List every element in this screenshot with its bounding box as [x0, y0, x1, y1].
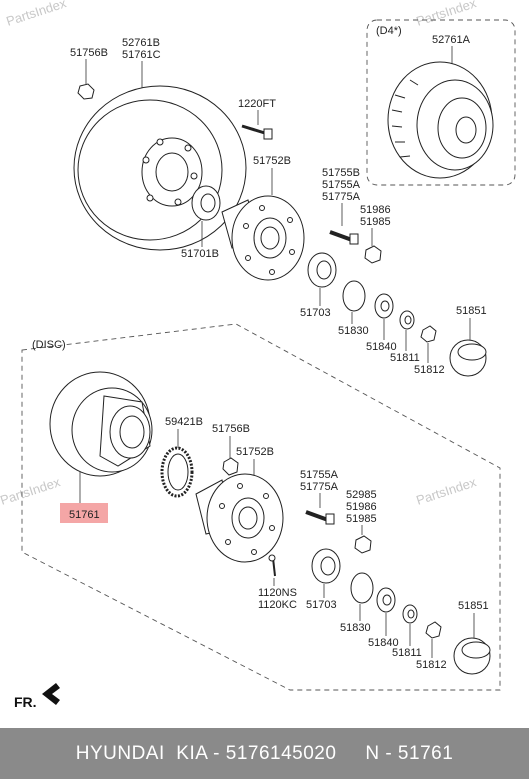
wheel-stud-lower — [305, 510, 335, 525]
inset-brake-drum — [387, 61, 494, 179]
hub-cap-lower — [453, 637, 491, 675]
label-51851-top[interactable]: 51851 — [456, 305, 487, 317]
bearing-lower — [311, 548, 341, 584]
label-52761b[interactable]: 52761B — [122, 37, 160, 49]
label-51811-top[interactable]: 51811 — [390, 352, 420, 364]
hub-screw — [268, 554, 276, 577]
disc-frame — [21, 323, 501, 691]
label-51756b-bottom[interactable]: 51756B — [212, 423, 250, 435]
label-51703-bottom[interactable]: 51703 — [306, 599, 337, 611]
seal-lower — [350, 572, 374, 604]
lug-nut-upper — [364, 245, 382, 264]
label-51840-top[interactable]: 51840 — [366, 341, 397, 353]
label-52985[interactable]: 52985 — [346, 489, 377, 501]
label-51840-bottom[interactable]: 51840 — [368, 637, 399, 649]
footer-text: HYUNDAI KIA - 5176145020 N - 51761 — [75, 742, 454, 764]
label-1120kc[interactable]: 1120KC — [258, 599, 297, 611]
label-51755a-bottom[interactable]: 51755A — [300, 469, 339, 481]
seal-upper — [342, 280, 366, 312]
washer-lower — [376, 587, 396, 613]
watermark-top-right: PartsIndex — [414, 0, 478, 29]
cotter-pin-upper — [420, 325, 437, 343]
label-51986-bottom[interactable]: 51986 — [346, 501, 377, 513]
wheel-hub-upper — [221, 195, 305, 281]
small-nut — [222, 457, 239, 476]
label-52761a[interactable]: 52761A — [432, 34, 471, 46]
watermark-mid-left: PartsIndex — [0, 474, 63, 508]
inset-title: (D4*) — [376, 25, 402, 37]
label-51756b-top[interactable]: 51756B — [70, 47, 108, 59]
label-51701b[interactable]: 51701B — [181, 248, 219, 260]
highlight-51761 — [60, 503, 108, 523]
watermark-top-left: PartsIndex — [4, 0, 68, 29]
brake-drum — [73, 85, 247, 251]
label-51811-bottom[interactable]: 51811 — [392, 647, 422, 659]
label-51775a-top[interactable]: 51775A — [322, 191, 361, 203]
label-51986-top[interactable]: 51986 — [360, 204, 391, 216]
label-1220ft[interactable]: 1220FT — [238, 98, 276, 110]
label-51755a-top[interactable]: 51755A — [322, 179, 361, 191]
label-51761c[interactable]: 51761C — [122, 49, 161, 61]
bearing-outer-upper — [307, 252, 337, 288]
label-51812-bottom[interactable]: 51812 — [416, 659, 447, 671]
label-51775a-bottom[interactable]: 51775A — [300, 481, 339, 493]
label-51752b-bottom[interactable]: 51752B — [236, 446, 274, 458]
label-51851-bottom[interactable]: 51851 — [458, 600, 489, 612]
spindle-nut-upper — [399, 310, 415, 330]
watermark-mid-right: PartsIndex — [414, 474, 478, 508]
abs-sensor-ring — [160, 446, 194, 498]
parts-diagram: PartsIndex PartsIndex PartsIndex PartsIn… — [0, 0, 516, 710]
label-51830-top[interactable]: 51830 — [338, 325, 369, 337]
bearing-inner — [191, 185, 221, 221]
label-51761[interactable]: 51761 — [69, 509, 100, 521]
washer-upper — [374, 293, 394, 319]
forward-arrow-icon — [42, 683, 60, 705]
label-51985-top[interactable]: 51985 — [360, 216, 391, 228]
hub-bolt — [241, 124, 273, 140]
lug-nut-lower — [354, 535, 372, 554]
drum-nut — [77, 83, 95, 100]
wheel-stud-upper — [329, 230, 359, 245]
label-51830-bottom[interactable]: 51830 — [340, 622, 371, 634]
label-51703-top[interactable]: 51703 — [300, 307, 331, 319]
label-51755b[interactable]: 51755B — [322, 167, 360, 179]
label-51985-bottom[interactable]: 51985 — [346, 513, 377, 525]
cotter-pin-lower — [425, 621, 442, 639]
inset-frame — [366, 19, 516, 186]
label-51752b-top[interactable]: 51752B — [253, 155, 291, 167]
wheel-hub-lower — [195, 473, 284, 563]
spindle-nut-lower — [402, 604, 418, 624]
label-51812-top[interactable]: 51812 — [414, 364, 445, 376]
disc-title: (DISC) — [32, 339, 66, 351]
hub-cap-upper — [449, 339, 487, 377]
brake-disc — [49, 371, 153, 477]
label-1120ns[interactable]: 1120NS — [258, 587, 297, 599]
footer-bar: HYUNDAI KIA - 5176145020 N - 51761 — [0, 728, 529, 779]
direction-label: FR. — [14, 694, 37, 710]
label-59421b[interactable]: 59421B — [165, 416, 203, 428]
